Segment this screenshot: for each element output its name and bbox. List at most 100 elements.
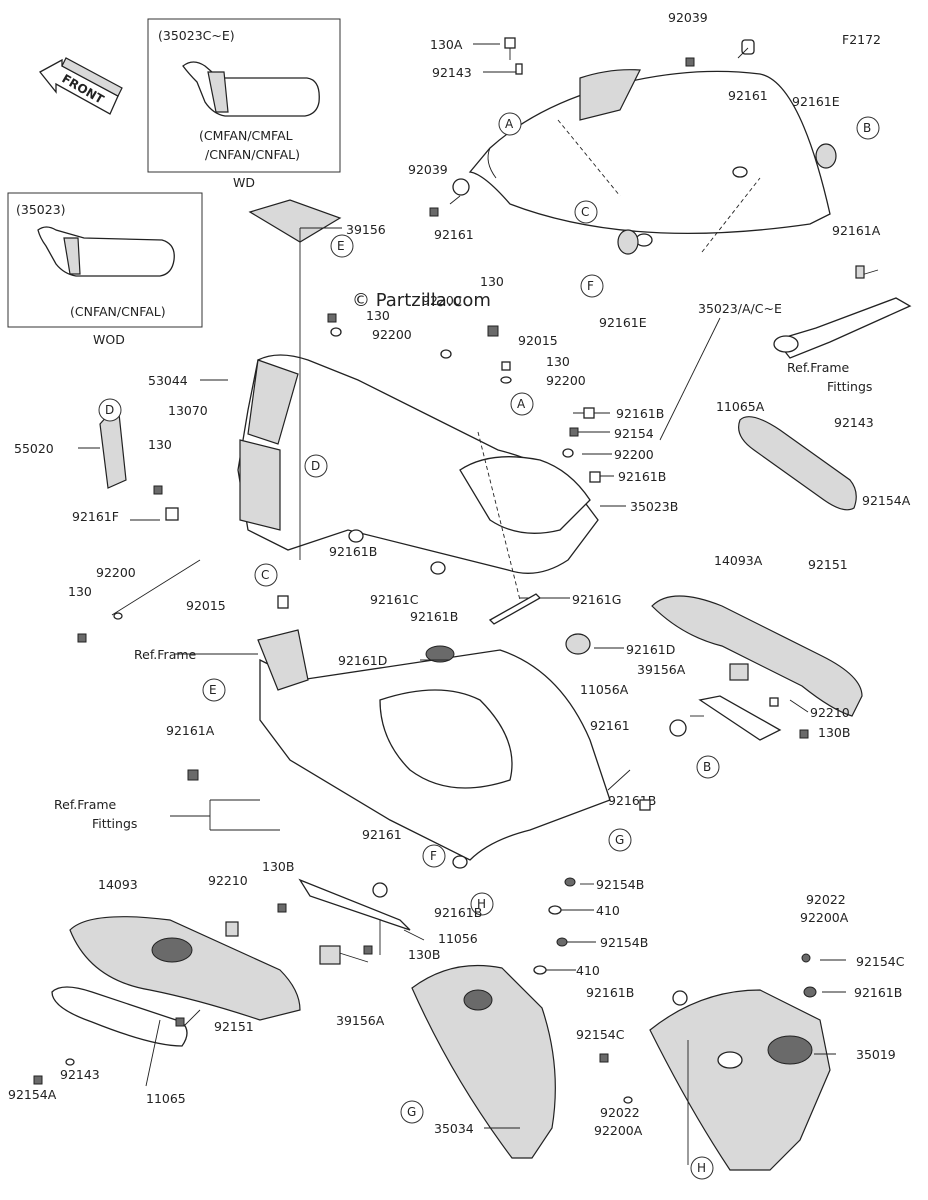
part-92161A-right: 92161A: [832, 223, 881, 238]
rear-fender-35023: [468, 69, 831, 247]
part-92154B-b: 92154B: [600, 935, 648, 950]
callout-B-top: B: [856, 116, 880, 140]
part-92200-d: 92200: [614, 447, 654, 462]
part-130A: 130A: [430, 37, 463, 52]
bracket-11056: [298, 878, 411, 931]
hardware-markers: [33, 63, 865, 1104]
svg-text:E: E: [209, 683, 217, 697]
svg-text:H: H: [697, 1161, 706, 1175]
guard-11065A: [738, 416, 857, 511]
part-92154B-a: 92154B: [596, 877, 644, 892]
grommet-92161E-top: [815, 143, 837, 169]
part-130-d: 130: [148, 437, 172, 452]
bolt-92039-left: [429, 207, 439, 217]
ref-frame-label: Ref.Frame: [134, 647, 197, 662]
part-11056A: 11056A: [580, 682, 629, 697]
part-92200-b: 92200: [372, 327, 412, 342]
ref-frame-fittings-left-1: Ref.Frame: [54, 797, 117, 812]
lower-frame: [257, 629, 611, 861]
ref-frame-fittings-left-2: Fittings: [92, 816, 137, 831]
part-92154C-a: 92154C: [856, 954, 905, 969]
cover-14093A: [651, 595, 863, 717]
callout-G-mid: G: [608, 828, 632, 852]
svg-text:F: F: [587, 279, 594, 293]
bracket-11056A: [698, 695, 782, 741]
callout-B-mid: B: [696, 755, 720, 779]
part-35023-ACE: 35023/A/C~E: [698, 301, 782, 316]
callout-H-low: H: [690, 1156, 714, 1180]
part-53044: 53044: [148, 373, 188, 388]
part-92161-mid: 92161: [434, 227, 474, 242]
callout-A-top: A: [498, 112, 522, 136]
cover-14093: [69, 916, 301, 1021]
part-92161D-b: 92161D: [626, 642, 675, 657]
part-92161G: 92161G: [572, 592, 621, 607]
ref-frame-fittings-right-1: Ref.Frame: [787, 360, 850, 375]
callout-D-left: D: [98, 398, 122, 422]
front-arrow: FRONT: [39, 57, 123, 115]
guard-11065: [51, 986, 188, 1047]
callout-F-mid: F: [422, 844, 446, 868]
part-35034: 35034: [434, 1121, 474, 1136]
svg-text:H: H: [477, 897, 486, 911]
pad-39156: [248, 199, 342, 243]
part-92200A-b: 92200A: [594, 1123, 643, 1138]
callout-A-mid: A: [510, 392, 534, 416]
part-92210-l: 92210: [208, 873, 248, 888]
part-92154: 92154: [614, 426, 654, 441]
ref-frame-fittings-right-2: Fittings: [827, 379, 872, 394]
part-92154A-r: 92154A: [862, 493, 911, 508]
part-11065A: 11065A: [716, 399, 765, 414]
part-35023B: 35023B: [630, 499, 678, 514]
nut-92039-top: [685, 57, 695, 67]
part-14093A: 14093A: [714, 553, 763, 568]
part-92161B-c: 92161B: [329, 544, 377, 559]
part-92200-e: 92200: [96, 565, 136, 580]
svg-text:D: D: [105, 403, 114, 417]
part-92200A-a: 92200A: [800, 910, 849, 925]
svg-text:A: A: [517, 397, 526, 411]
part-39156A-r: 39156A: [637, 662, 686, 677]
part-92161B-g: 92161B: [586, 985, 634, 1000]
part-92015-b: 92015: [186, 598, 226, 613]
part-35019: 35019: [856, 1047, 896, 1062]
inset-wod-caption: WOD: [93, 332, 125, 347]
part-92161B-d: 92161B: [410, 609, 458, 624]
inset-wod: (35023) (CNFAN/CNFAL) WOD: [7, 192, 203, 347]
callout-C-top: C: [574, 200, 598, 224]
dashed-lines: [477, 119, 761, 601]
callout-F-top: F: [580, 274, 604, 298]
part-92161-r: 92161: [590, 718, 630, 733]
bolt-130A: [504, 37, 516, 60]
part-11065: 11065: [146, 1091, 186, 1106]
svg-text:B: B: [863, 121, 871, 135]
part-92161-l: 92161: [362, 827, 402, 842]
inset-wd: (35023C~E) (CMFAN/CMFAL /CNFAN/CNFAL) WD: [147, 18, 341, 190]
part-130-b: 130: [480, 274, 504, 289]
part-410-a: 410: [596, 903, 620, 918]
part-92151-l: 92151: [214, 1019, 254, 1034]
svg-text:A: A: [505, 117, 514, 131]
part-92161D-a: 92161D: [338, 653, 387, 668]
part-92161C: 92161C: [370, 592, 419, 607]
inset-wod-code: (35023): [16, 202, 66, 217]
svg-text:F: F: [430, 849, 437, 863]
part-92022-b: 92022: [600, 1105, 640, 1120]
inset-wd-caption: WD: [233, 175, 255, 190]
part-410-b: 410: [576, 963, 600, 978]
part-92200-c: 92200: [546, 373, 586, 388]
inset-wd-code: (35023C~E): [158, 28, 235, 43]
part-11056: 11056: [438, 931, 478, 946]
ref-frame-fittings-right: [773, 269, 912, 359]
diagram-code: F2172: [842, 32, 881, 47]
part-92151-r: 92151: [808, 557, 848, 572]
grommet-92161E-mid: [617, 229, 639, 255]
inset-wd-models-1: (CMFAN/CMFAL: [199, 128, 293, 143]
part-92161E-mid: 92161E: [599, 315, 647, 330]
part-92161A-l: 92161A: [166, 723, 215, 738]
watermark: © Partzilla.com: [352, 290, 491, 311]
svg-text:D: D: [311, 459, 320, 473]
part-92161F: 92161F: [72, 509, 119, 524]
svg-text:G: G: [407, 1105, 416, 1119]
svg-text:B: B: [703, 760, 711, 774]
